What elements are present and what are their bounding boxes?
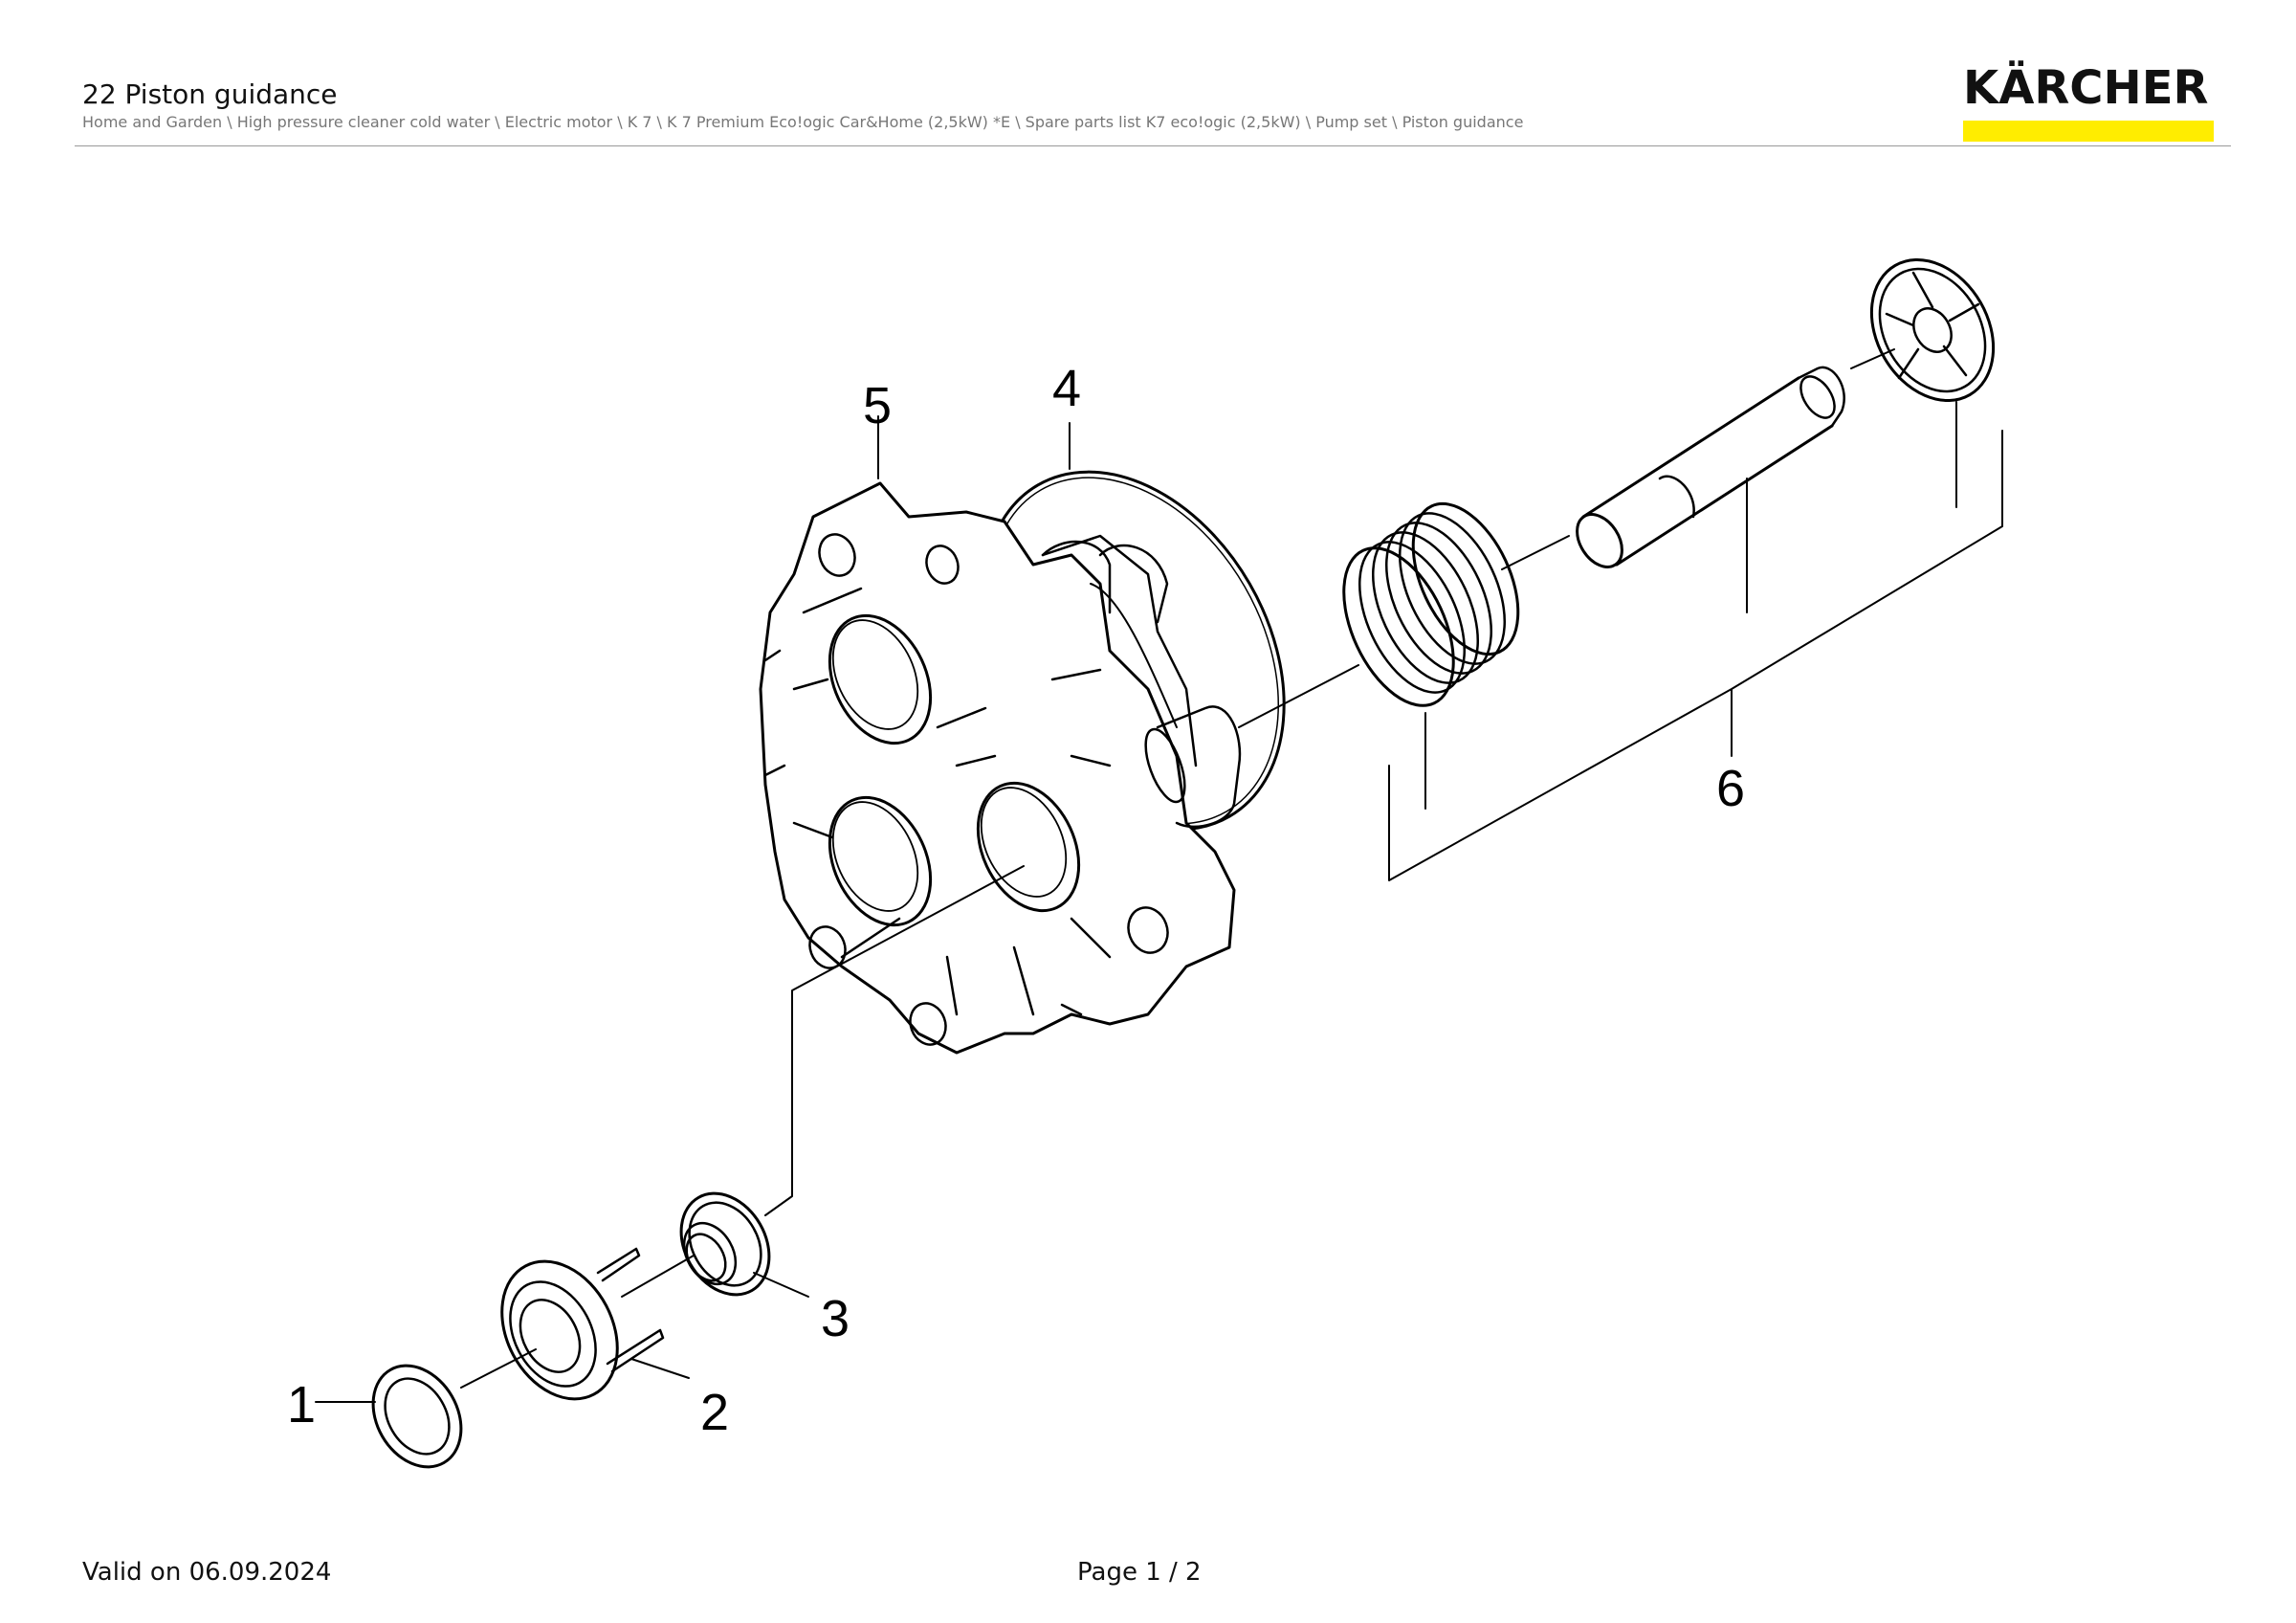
valid-on-date: Valid on 06.09.2024 [82,1558,332,1587]
breadcrumb: Home and Garden \ High pressure cleaner … [82,113,1524,131]
karcher-logo: KÄRCHER [1963,61,2218,142]
part-3-seal [679,1191,771,1297]
leader-lines [315,348,2003,1403]
part-2-guide-sleeve [500,1247,665,1401]
part-5-piston-guide-housing [759,481,1242,1055]
callout-6: 6 [1716,760,1745,817]
callout-4: 4 [1052,360,1081,417]
logo-yellow-bar [1963,121,2214,142]
page-title: 22 Piston guidance [82,78,338,110]
header-divider [75,145,2231,146]
part-6-retaining-disc [1869,257,1996,403]
callout-3: 3 [821,1290,850,1347]
callout-1: 1 [287,1376,316,1434]
logo-wordmark: KÄRCHER [1963,61,2209,115]
part-6-spring [1342,501,1520,707]
callout-5: 5 [863,377,892,434]
callout-2: 2 [700,1384,729,1441]
part-6-piston [1576,366,1845,568]
page-number: Page 1 / 2 [1077,1558,1202,1587]
part-1-washer [371,1364,463,1469]
